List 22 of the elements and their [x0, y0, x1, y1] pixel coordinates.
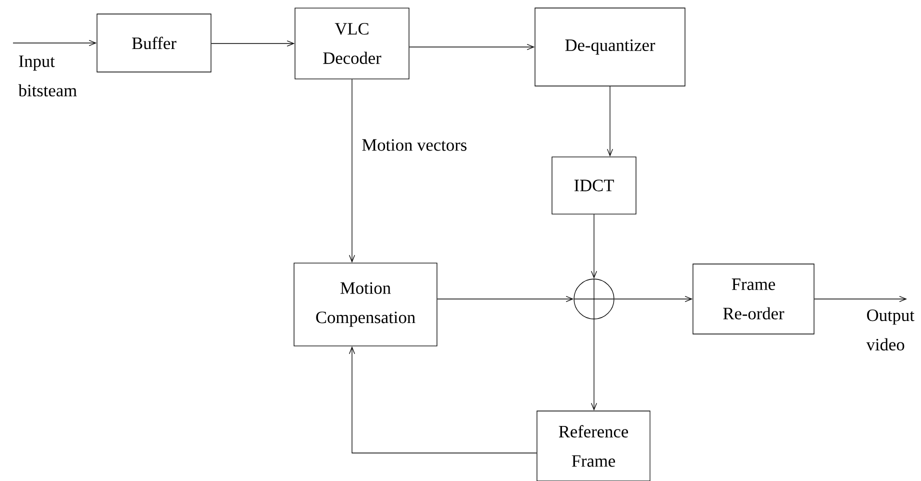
- arrow: [409, 44, 535, 50]
- arrow: [614, 296, 693, 302]
- arrow: [591, 319, 597, 411]
- process-box: Frame Re-order: [692, 264, 814, 334]
- arrow: [12, 40, 97, 46]
- process-box: Motion Compensation: [294, 262, 438, 346]
- arrow: [607, 86, 613, 157]
- arrow: [349, 346, 537, 454]
- arrow: [814, 296, 907, 302]
- process-box: Reference Frame: [536, 410, 650, 481]
- io-label: Input bitsteam: [18, 56, 77, 96]
- process-box: IDCT: [552, 156, 636, 214]
- arrow: [211, 40, 295, 46]
- process-box: VLC Decoder: [294, 8, 410, 80]
- edge-label: Motion vectors: [360, 138, 468, 152]
- process-box: Buffer: [96, 14, 212, 72]
- process-box: De-quantizer: [534, 8, 686, 86]
- arrow: [349, 78, 355, 263]
- arrow: [591, 214, 597, 279]
- adder-symbol: [574, 278, 614, 320]
- io-label: Output video: [866, 310, 914, 350]
- arrow: [436, 296, 574, 302]
